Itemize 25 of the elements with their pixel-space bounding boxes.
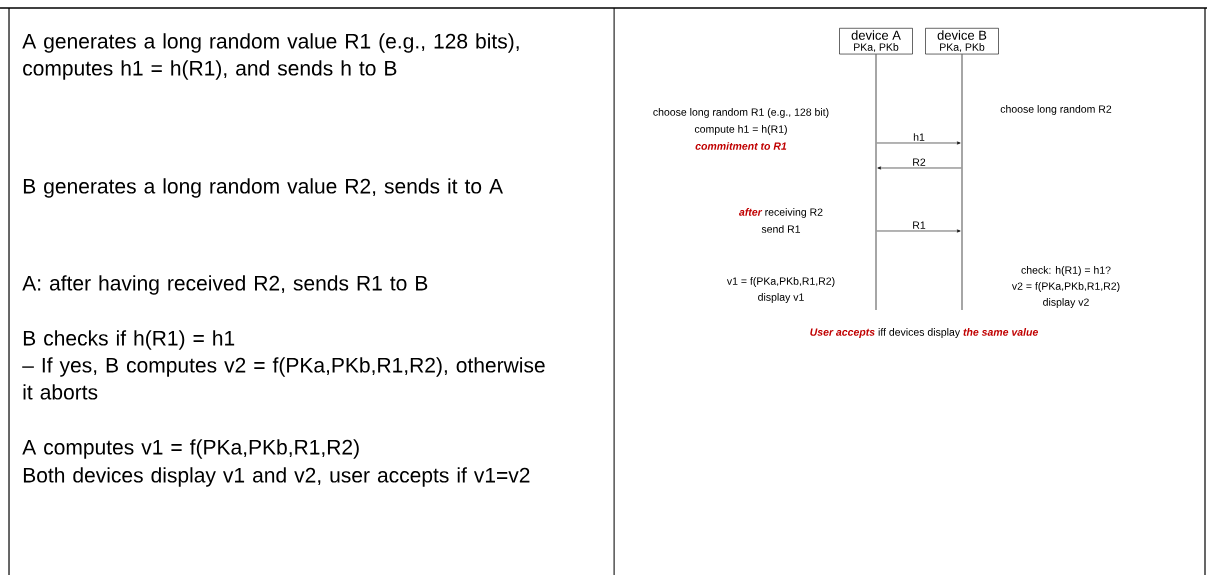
paragraph: A computes v1 = f(PKa,PKb,R1,R2) bbox=[22, 439, 359, 459]
note-text: display v2 bbox=[1043, 298, 1089, 308]
note-text: compute h1 = h(R1) bbox=[694, 125, 787, 135]
paragraph: – If yes, B computes v2 = f(PKa,PKb,R1,R2), otherwise it aborts bbox=[22, 357, 545, 400]
arrow bbox=[876, 229, 961, 233]
arrow bbox=[877, 166, 962, 170]
paragraph: Both devices display v1 and v2, user accepts if v1=v2 bbox=[23, 467, 530, 487]
note-text: v2 = f(PKa,PKb,R1,R2) bbox=[1011, 282, 1120, 292]
note-text: after receiving R2 bbox=[739, 208, 823, 218]
device-box: device A PKa, PKb bbox=[839, 28, 913, 55]
note-text: send R1 bbox=[761, 225, 800, 233]
paragraph: A: after having received R2, sends R1 to B bbox=[22, 275, 428, 295]
device-box: device B PKa, PKb bbox=[925, 28, 999, 55]
note-text: choose long random R1 (e.g., 128 bit) bbox=[653, 108, 829, 118]
note-text: User accepts iff devices display the same value bbox=[810, 328, 1038, 338]
edge-label: R1 bbox=[913, 221, 926, 229]
note-text: commitment to R1 bbox=[695, 142, 787, 150]
note-text: display v1 bbox=[758, 293, 804, 303]
note-text: check: h(R1) = h1? bbox=[1021, 266, 1111, 276]
arrow bbox=[876, 141, 961, 145]
paragraph: B generates a long random value R2, sends it to A bbox=[23, 178, 503, 198]
paragraph: A generates a long random value R1 (e.g., 128 bits), computes h1 = h(R1), and sends h to B bbox=[22, 33, 519, 80]
edge-label: h1 bbox=[913, 133, 925, 141]
edge-label: R2 bbox=[913, 158, 926, 166]
paragraph: B checks if h(R1) = h1 bbox=[23, 330, 235, 350]
